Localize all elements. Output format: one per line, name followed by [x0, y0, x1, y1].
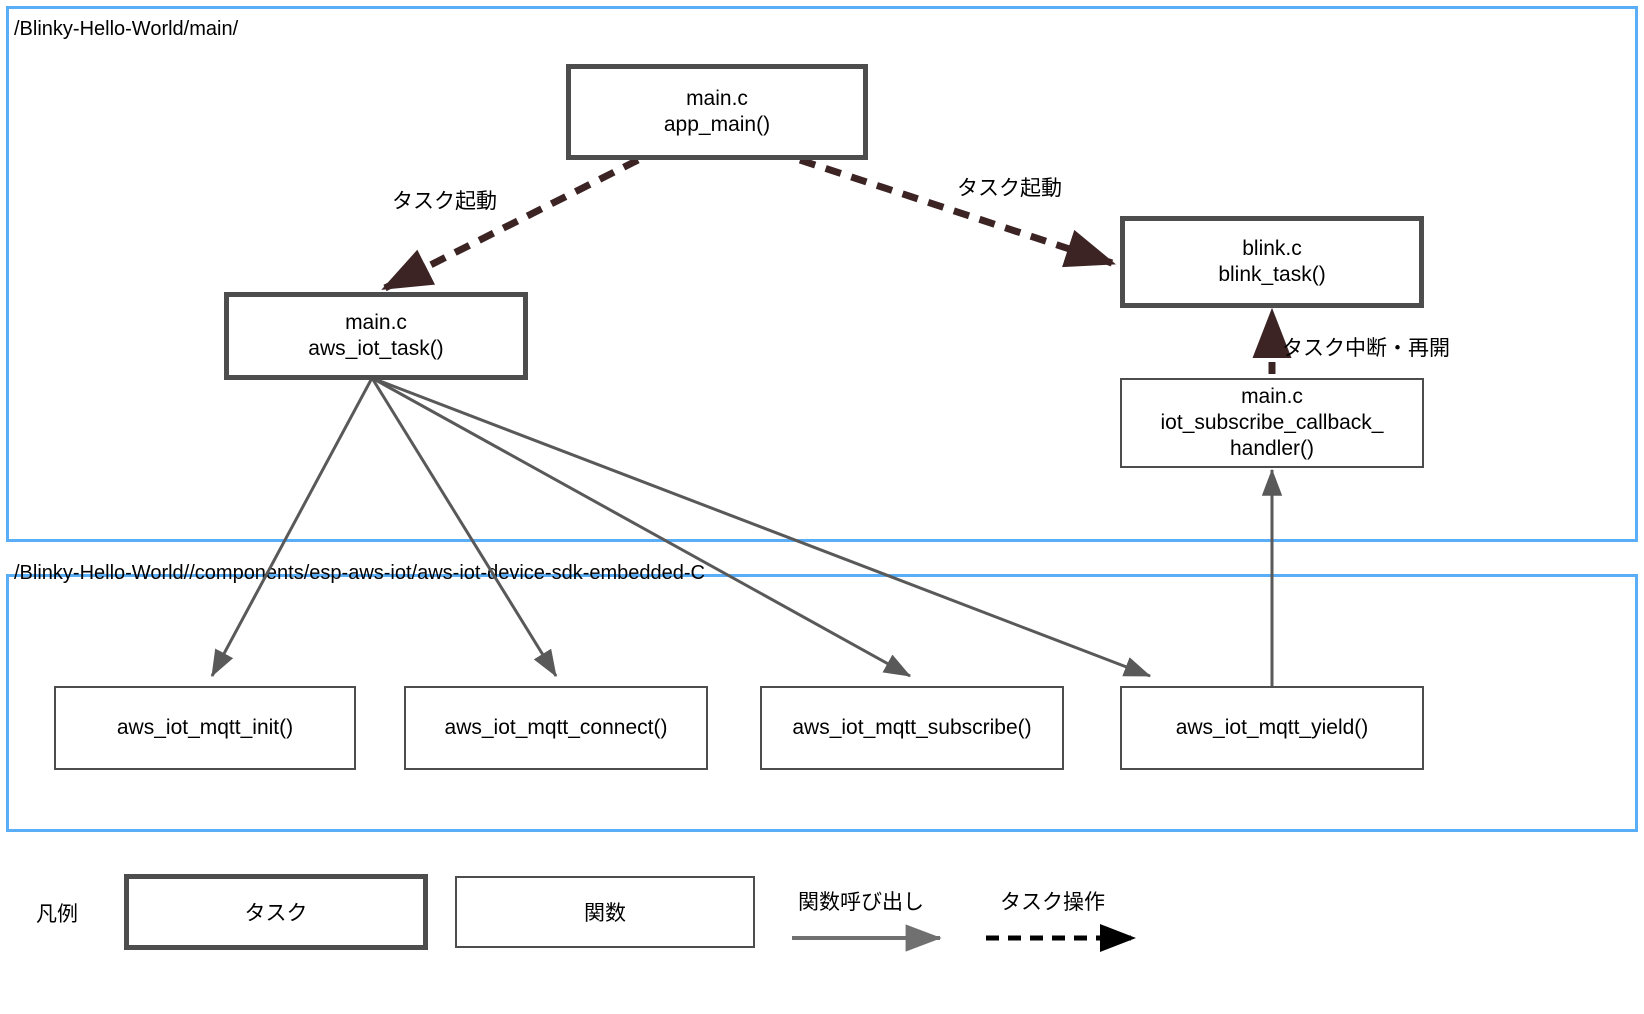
node-aws-iot-mqtt-init-label: aws_iot_mqtt_init() [116, 715, 294, 739]
node-aws-iot-mqtt-yield-label: aws_iot_mqtt_yield() [1175, 715, 1369, 739]
node-aws-iot-task[interactable]: main.c aws_iot_task() [224, 292, 528, 380]
node-aws-iot-mqtt-connect[interactable]: aws_iot_mqtt_connect() [404, 686, 708, 770]
node-blink-task-label: blink.c blink_task() [1218, 236, 1326, 286]
legend-task-box: タスク [124, 874, 428, 950]
node-aws-iot-mqtt-subscribe-label: aws_iot_mqtt_subscribe() [792, 715, 1032, 739]
legend-task-box-label: タスク [244, 902, 308, 925]
legend-func-box-label: 関数 [584, 902, 626, 925]
legend-call-label: 関数呼び出し [798, 891, 924, 914]
node-aws-iot-mqtt-init[interactable]: aws_iot_mqtt_init() [54, 686, 356, 770]
node-aws-iot-mqtt-connect-label: aws_iot_mqtt_connect() [444, 715, 668, 739]
legend-func-box: 関数 [455, 876, 755, 948]
node-aws-iot-mqtt-subscribe[interactable]: aws_iot_mqtt_subscribe() [760, 686, 1064, 770]
edge-label-task-start-left: タスク起動 [392, 190, 497, 213]
node-app-main-label: main.c app_main() [663, 86, 771, 136]
node-aws-iot-mqtt-yield[interactable]: aws_iot_mqtt_yield() [1120, 686, 1424, 770]
node-aws-iot-task-label: main.c aws_iot_task() [308, 310, 444, 360]
node-iot-subscribe-callback-handler-label: main.c iot_subscribe_callback_ handler() [1160, 384, 1384, 461]
edge-label-task-suspend-resume: タスク中断・再開 [1282, 337, 1450, 360]
group-main-label: /Blinky-Hello-World/main/ [14, 18, 239, 40]
edge-label-task-start-right: タスク起動 [957, 177, 1062, 200]
group-sdk-label: /Blinky-Hello-World//components/esp-aws-… [14, 562, 705, 584]
node-blink-task[interactable]: blink.c blink_task() [1120, 216, 1424, 308]
node-app-main[interactable]: main.c app_main() [566, 64, 868, 160]
node-iot-subscribe-callback-handler[interactable]: main.c iot_subscribe_callback_ handler() [1120, 378, 1424, 468]
legend-task-op-label: タスク操作 [1000, 891, 1105, 914]
legend-title: 凡例 [36, 903, 78, 926]
